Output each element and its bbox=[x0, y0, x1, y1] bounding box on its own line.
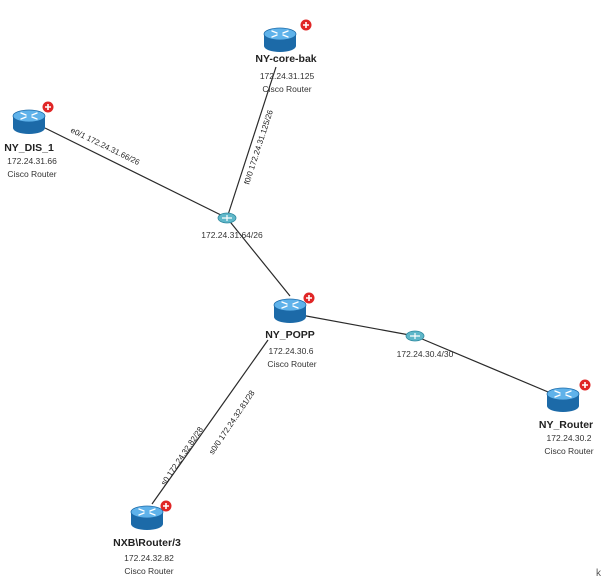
router-ip: 172.24.30.2 bbox=[547, 433, 592, 443]
router-node-ny-dis-1[interactable]: NY_DIS_1 172.24.31.66 Cisco Router bbox=[4, 100, 57, 180]
router-ip: 172.24.31.125 bbox=[260, 71, 315, 81]
subnet-label-31-64: 172.24.31.64/26 bbox=[201, 230, 263, 240]
link-popp-to-nxb[interactable] bbox=[151, 339, 269, 505]
router-icon[interactable] bbox=[12, 109, 46, 135]
plus-badge-icon[interactable] bbox=[302, 291, 316, 305]
subnet-hub-icon[interactable] bbox=[405, 330, 425, 342]
link-label-dis: e0/1 172.24.31.66/26 bbox=[69, 126, 141, 167]
link-label-popp-s0-0: s0/0 172.24.32.81/28 bbox=[207, 388, 257, 456]
router-icon[interactable] bbox=[263, 27, 297, 53]
router-name: NY_Router bbox=[539, 419, 593, 431]
router-type: Cisco Router bbox=[7, 169, 56, 179]
link-subnet-to-popp[interactable] bbox=[226, 217, 291, 297]
link-subnet2-to-router[interactable] bbox=[414, 335, 561, 398]
router-ip: 172.24.32.82 bbox=[124, 553, 174, 563]
link-dis-to-subnet[interactable] bbox=[44, 127, 228, 219]
router-type: Cisco Router bbox=[544, 446, 593, 456]
router-name: NY_DIS_1 bbox=[4, 142, 54, 154]
router-ip: 172.24.30.6 bbox=[269, 346, 314, 356]
router-node-nxb-router-3[interactable]: NXB\Router/3 172.24.32.82 Cisco Router bbox=[113, 499, 181, 577]
router-icon[interactable] bbox=[273, 298, 307, 324]
router-name: NY_POPP bbox=[265, 329, 315, 341]
plus-badge-icon[interactable] bbox=[578, 378, 592, 392]
router-name: NY-core-bak bbox=[255, 53, 316, 65]
link-core-to-subnet[interactable] bbox=[226, 66, 277, 219]
router-type: Cisco Router bbox=[267, 359, 316, 369]
link-popp-to-subnet2[interactable] bbox=[289, 312, 416, 337]
router-type: Cisco Router bbox=[124, 566, 173, 576]
subnet-label-30-4: 172.24.30.4/30 bbox=[397, 349, 454, 359]
plus-badge-icon[interactable] bbox=[41, 100, 55, 114]
router-ip: 172.24.31.66 bbox=[7, 156, 57, 166]
link-label-nxb-s0: s0 172.24.32.82/28 bbox=[159, 425, 205, 487]
router-icon[interactable] bbox=[546, 387, 580, 413]
corner-mark: k bbox=[596, 568, 602, 579]
plus-badge-icon[interactable] bbox=[299, 18, 313, 32]
router-icon[interactable] bbox=[130, 505, 164, 531]
router-node-ny-popp[interactable]: NY_POPP 172.24.30.6 Cisco Router bbox=[265, 291, 317, 370]
router-name: NXB\Router/3 bbox=[113, 537, 181, 549]
subnet-hub-icon[interactable] bbox=[217, 212, 237, 224]
router-type: Cisco Router bbox=[262, 84, 311, 94]
plus-badge-icon[interactable] bbox=[159, 499, 173, 513]
router-node-ny-core-bak[interactable]: NY-core-bak 172.24.31.125 Cisco Router bbox=[255, 18, 317, 95]
router-node-ny-router[interactable]: NY_Router 172.24.30.2 Cisco Router bbox=[539, 378, 594, 457]
